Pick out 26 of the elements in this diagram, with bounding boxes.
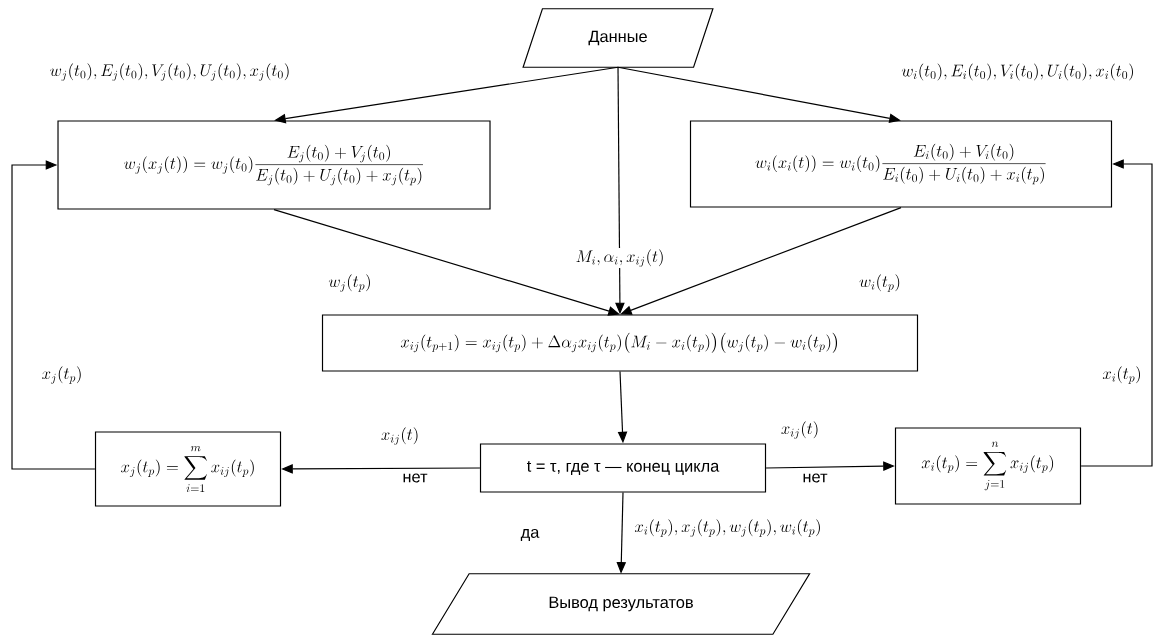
arrow <box>620 207 902 315</box>
decision-box: t = τ, где τ — конец цикла <box>479 443 767 493</box>
edge-label: $w_i(t_p)$ <box>857 273 903 293</box>
edge-label: $x_i(t_p)$ <box>1101 365 1143 385</box>
data-input-parallelogram: Данные <box>522 8 714 68</box>
branch-label: нет <box>803 473 828 483</box>
branch-label: да <box>520 528 540 542</box>
sum-box: $x_i(t_p)=\sum_{j=1}^{n}x_{ij}(t_p)$ <box>894 427 1082 505</box>
edge-label: $x_{ij}(t)$ <box>379 426 421 446</box>
edge-label: $M_i,\alpha_i,x_{ij}(t)$ <box>574 248 666 268</box>
branch-label: нет <box>403 473 428 483</box>
formula-box: $w_i(x_i(t))=w_i(t_0)\frac{E_i(t_0)+V_i(t_0)}{E_i(t_0)+U_i(t_0)+x_i(t_p)}$ <box>689 120 1113 208</box>
edge-label: $w_j(t_p)$ <box>327 273 373 293</box>
sum-box: $x_j(t_p)=\sum_{i=1}^{m}x_{ij}(t_p)$ <box>94 431 282 507</box>
edge-label: $w_i(t_0),E_i(t_0),V_i(t_0),U_i(t_0),x_i(t_0)$ <box>900 62 1136 82</box>
arrow <box>11 160 96 470</box>
output-parallelogram: Вывод результатов <box>431 573 811 635</box>
arrow <box>273 209 620 316</box>
formula-box: $w_j(x_j(t))=w_j(t_0)\frac{E_j(t_0)+V_j(t_0)}{E_j(t_0)+U_j(t_0)+x_j(t_p)}$ <box>57 120 491 210</box>
edge-label: $x_j(t_p)$ <box>40 365 84 385</box>
arrow <box>1080 159 1153 467</box>
arrow <box>617 66 901 123</box>
edge-label: $x_{ij}(t)$ <box>779 420 821 440</box>
formula-box: $x_{ij}(t_{p+1})=x_{ij}(t_p)+\Delta\alpha_j x_{ij}(t_p)\bigl(M_i-x_i(t_p)\bigr)\bigl(w_j(t_p)-w_i(t_p)\bigr)$ <box>321 314 919 372</box>
edge-label: $x_i(t_p),x_j(t_p),w_j(t_p),w_i(t_p)$ <box>633 518 823 538</box>
edge-label: $w_j(t_0),E_j(t_0),V_j(t_0),U_j(t_0),x_j(t_0)$ <box>48 62 292 82</box>
